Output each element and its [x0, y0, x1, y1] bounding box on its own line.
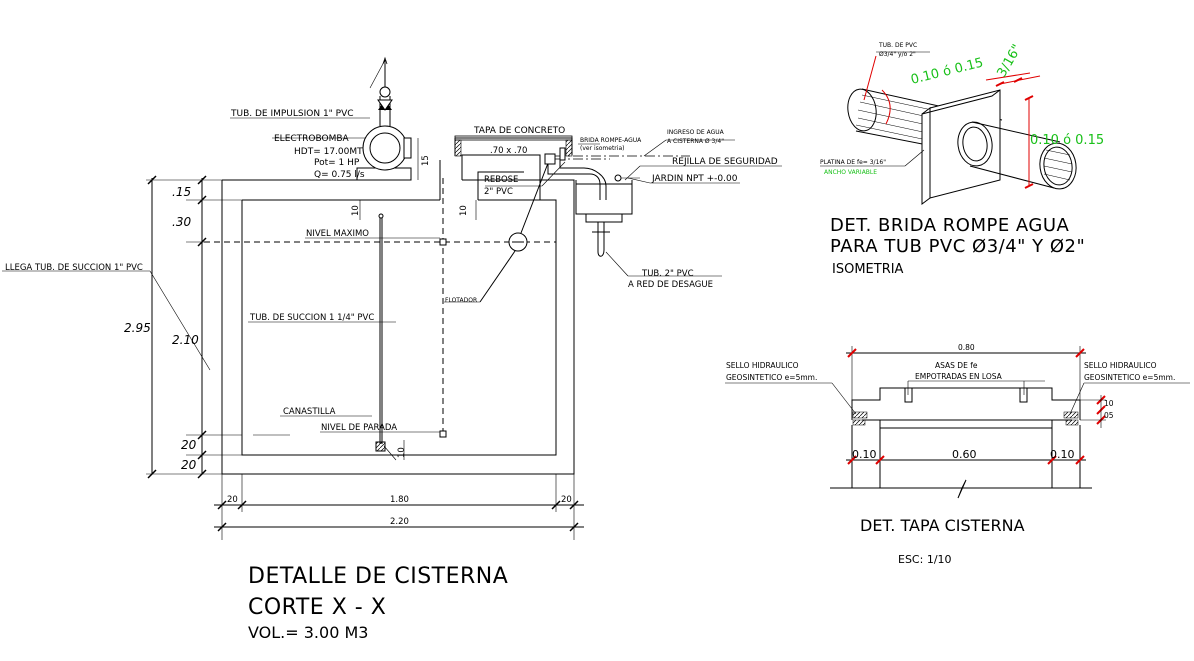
tapa-sello-l-1: SELLO HIDRAULICO: [726, 361, 799, 370]
cistern-labels: TUB. DE IMPULSION 1" PVC ELECTROBOMBA HD…: [5, 109, 778, 642]
tapa-title: DET. TAPA CISTERNA: [860, 516, 1025, 535]
dim-w-180: 1.80: [390, 495, 409, 505]
label-nivel-parada: NIVEL DE PARADA: [321, 423, 397, 433]
garden-box: [575, 180, 633, 215]
cistern-title: DETALLE DE CISTERNA: [248, 564, 508, 589]
label-pump: ELECTROBOMBA: [274, 134, 350, 144]
label-succion-llega: LLEGA TUB. DE SUCCION 1" PVC: [5, 263, 143, 273]
basket-strainer: [375, 441, 386, 452]
dim-15-neck: 15: [421, 155, 431, 166]
tapa-sello-r-1: SELLO HIDRAULICO: [1084, 361, 1157, 370]
cistern-subtitle: CORTE X - X: [248, 595, 386, 620]
manhole-neck: [439, 154, 541, 200]
label-ingreso-1: INGRESO DE AGUA: [667, 129, 725, 136]
label-q: Q= 0.75 l/s: [314, 170, 365, 180]
label-desague-1: TUB. 2" PVC: [641, 269, 694, 279]
label-rebose-2: 2" PVC: [484, 187, 513, 197]
dim-w-220: 2.20: [390, 517, 409, 527]
label-pot: Pot= 1 HP: [314, 158, 360, 168]
dim-10-b: 10: [459, 205, 469, 216]
brida-tub-1: TUB. DE PVC: [878, 42, 917, 49]
label-flotador: FLOTADOR: [445, 297, 477, 304]
label-rejilla: REJILLA DE SEGURIDAD: [672, 157, 778, 167]
label-impulsion: TUB. DE IMPULSION 1" PVC: [230, 109, 354, 119]
label-hdt: HDT= 17.00MT: [294, 147, 363, 157]
label-nivel-max: NIVEL MAXIMO: [306, 229, 369, 239]
tapa-detail: 0.80 ASAS DE fe EMPOTRADAS EN LOSA SELLO…: [725, 343, 1190, 566]
tapa-w-010-b: 0.10: [1050, 448, 1075, 461]
label-lid: TAPA DE CONCRETO: [473, 126, 565, 136]
tapa-scale: ESC: 1/10: [898, 553, 952, 566]
label-ingreso-2: A CISTERNA Ø 3/4": [667, 138, 724, 145]
tapa-d10: 10: [1104, 399, 1114, 408]
dim-w-20-b: 20: [561, 495, 572, 505]
cistern-section: [2, 56, 782, 540]
tapa-asas-2: EMPOTRADAS EN LOSA: [915, 372, 1003, 381]
brida-platina: PLATINA DE fe= 3/16": [820, 159, 886, 166]
brida-dim-1: 0.10 ó 0.15: [909, 55, 985, 87]
brida-dim-3: 0.10 ó 0.15: [1030, 133, 1104, 148]
dim-30: .30: [172, 215, 191, 229]
cistern-outer-wall: [221, 179, 575, 475]
label-desague-2: A RED DE DESAGUE: [628, 280, 713, 290]
dim-10-c: 10: [397, 447, 407, 458]
tapa-sello-l-2: GEOSINTETICO e=5mm.: [726, 373, 817, 382]
label-rebose-1: REBOSE: [484, 175, 518, 185]
tapa-w-080: 0.80: [958, 343, 975, 352]
tapa-asas-1: ASAS DE fe: [935, 361, 978, 370]
dim-210: 2.10: [172, 333, 199, 347]
label-brida-ref: (ver isometria): [580, 145, 624, 152]
brida-ancho: ANCHO VARIABLE: [824, 169, 877, 176]
dim-w-20-a: 20: [227, 495, 238, 505]
dim-20-b: 20: [181, 458, 197, 472]
brida-isometria: ISOMETRIA: [832, 262, 904, 277]
cistern-volume: VOL.= 3.00 M3: [248, 623, 368, 642]
tapa-w-010-a: 0.10: [852, 448, 877, 461]
cistern-inner-wall: [241, 199, 557, 456]
pipe-end: [1039, 142, 1077, 190]
label-lid-size: .70 x .70: [490, 146, 527, 156]
label-canastilla: CANASTILLA: [283, 407, 336, 417]
label-brida: BRIDA ROMPE-AGUA: [580, 137, 642, 144]
brida-subtitle: PARA TUB PVC Ø3/4" Y Ø2": [830, 236, 1085, 257]
brida-title: DET. BRIDA ROMPE AGUA: [830, 215, 1070, 236]
tapa-walls: [851, 420, 1081, 488]
dim-20-a: 20: [181, 438, 197, 452]
dim-10-a: 10: [351, 205, 361, 216]
tapa-w-060: 0.60: [952, 448, 977, 461]
tapa-slab: [851, 387, 1081, 420]
brida-isometric: TUB. DE PVC Ø3/4" y/o 2" PLATINA DE fe= …: [820, 42, 1104, 277]
label-jardin: JARDIN NPT +-0.00: [651, 174, 738, 184]
brida-tub-2: Ø3/4" y/o 2": [879, 51, 916, 58]
label-succion: TUB. DE SUCCION 1 1/4" PVC: [249, 313, 374, 323]
dim-295: 2.95: [124, 321, 151, 335]
tapa-sello-r-2: GEOSINTETICO e=5mm.: [1084, 373, 1175, 382]
tapa-d05: 05: [1104, 411, 1114, 420]
dim-15-top: .15: [172, 185, 191, 199]
